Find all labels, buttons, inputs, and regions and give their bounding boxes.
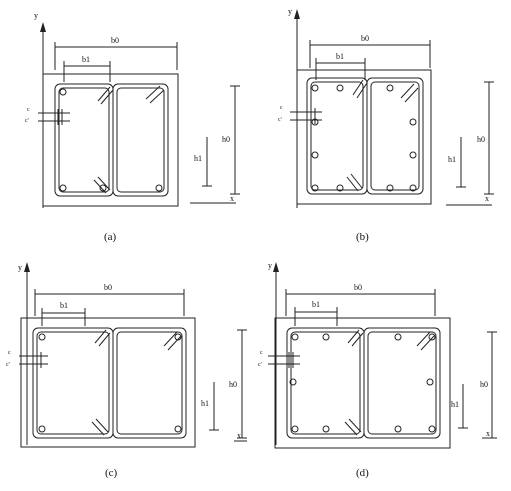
stirrup-left <box>286 327 365 439</box>
rebar <box>386 84 394 92</box>
label-c: c <box>280 105 283 111</box>
axis-y-label: y <box>18 263 22 272</box>
hook <box>145 85 161 100</box>
panel-d <box>268 262 497 449</box>
label-h1: h1 <box>194 154 202 163</box>
label-c: c <box>27 107 30 113</box>
axis-x-label: x <box>230 194 234 203</box>
panel-a-labels: y x b0 b1 c c' h0 h1 (a) <box>25 11 234 243</box>
stirrup-left <box>32 327 114 439</box>
label-b1: b1 <box>60 301 68 310</box>
stirrup-left <box>306 77 368 195</box>
rebar <box>394 425 402 433</box>
stirrup-left-inner <box>58 87 110 193</box>
label-b0: b0 <box>104 283 112 292</box>
stirrup-right <box>366 77 424 195</box>
rebar <box>311 184 319 192</box>
axis-x-label: x <box>237 431 241 440</box>
panel-c-labels: y x b0 b1 c c' h0 h1 (c) <box>6 263 241 479</box>
stirrup-right-inner <box>116 331 183 435</box>
label-c: c <box>260 350 263 356</box>
panel-b-labels: y x b0 b1 c c' h0 h1 (b) <box>278 7 489 243</box>
panel-a <box>38 22 240 208</box>
label-b0: b0 <box>354 283 362 292</box>
stirrup-right-inner <box>367 331 437 435</box>
hook <box>149 89 165 104</box>
concrete-section <box>20 317 196 448</box>
rebar <box>38 333 46 341</box>
label-h0: h0 <box>477 135 485 144</box>
panel-d-labels: y x b0 b1 c c' h0 h1 (d) <box>258 261 490 479</box>
concrete-section <box>42 73 179 207</box>
rebar <box>155 184 163 192</box>
rebar <box>336 84 344 92</box>
hook <box>97 176 111 191</box>
rebar <box>386 184 394 192</box>
label-h0: h0 <box>229 380 237 389</box>
label-c: c <box>8 350 11 356</box>
rebar <box>59 88 67 96</box>
stirrup-right <box>112 83 169 197</box>
rebar <box>311 151 319 159</box>
rebar <box>291 333 299 341</box>
stirrup-right <box>363 327 441 439</box>
stirrup-left-inner <box>310 81 364 191</box>
caption-a: (a) <box>104 231 117 243</box>
panel-b <box>290 9 494 208</box>
rebar <box>311 84 319 92</box>
label-b1: b1 <box>336 52 344 61</box>
concrete-section <box>274 317 451 449</box>
rebar <box>428 333 436 341</box>
label-c-prime: c' <box>6 362 10 368</box>
hook <box>100 89 114 105</box>
hook <box>97 86 111 102</box>
label-h1: h1 <box>448 155 456 164</box>
rebar <box>322 333 330 341</box>
rebar <box>289 378 297 386</box>
rebar <box>409 151 417 159</box>
axis-y-label: y <box>34 11 38 20</box>
rebar <box>59 184 67 192</box>
label-c-prime: c' <box>278 117 282 123</box>
label-b1: b1 <box>82 55 90 64</box>
rebar <box>322 425 330 433</box>
rebar <box>409 184 417 192</box>
axis-y-label: y <box>288 7 292 16</box>
stirrup-right-inner <box>370 81 420 191</box>
axis-y-label: y <box>268 261 272 270</box>
rebar <box>426 378 434 386</box>
rebar <box>99 184 107 192</box>
concrete-section <box>296 69 432 205</box>
axis-x-label: x <box>485 194 489 203</box>
caption-b: (b) <box>356 231 369 243</box>
label-h0: h0 <box>480 380 488 389</box>
axis-x-label: x <box>486 429 490 438</box>
panel-c <box>19 262 247 448</box>
rebar <box>174 425 182 433</box>
rebar <box>291 425 299 433</box>
rebar <box>409 118 417 126</box>
rebar <box>174 333 182 341</box>
caption-c: (c) <box>105 467 118 479</box>
y-axis-arrow <box>40 22 46 32</box>
label-c-prime: c' <box>25 118 29 124</box>
label-h0: h0 <box>222 135 230 144</box>
stirrup-left-inner <box>36 331 110 435</box>
stirrup-right-inner <box>116 87 165 193</box>
label-b0: b0 <box>361 34 369 43</box>
label-b1: b1 <box>312 300 320 309</box>
caption-d: (d) <box>356 467 369 479</box>
label-h1: h1 <box>201 399 209 408</box>
label-c-prime: c' <box>258 362 262 368</box>
stirrup-right <box>112 327 187 439</box>
rebar <box>38 425 46 433</box>
stirrup-left-inner <box>290 331 361 435</box>
rebar <box>428 425 436 433</box>
label-b0: b0 <box>111 36 119 45</box>
rebar <box>336 184 344 192</box>
rebar <box>394 333 402 341</box>
label-h1: h1 <box>451 400 459 409</box>
